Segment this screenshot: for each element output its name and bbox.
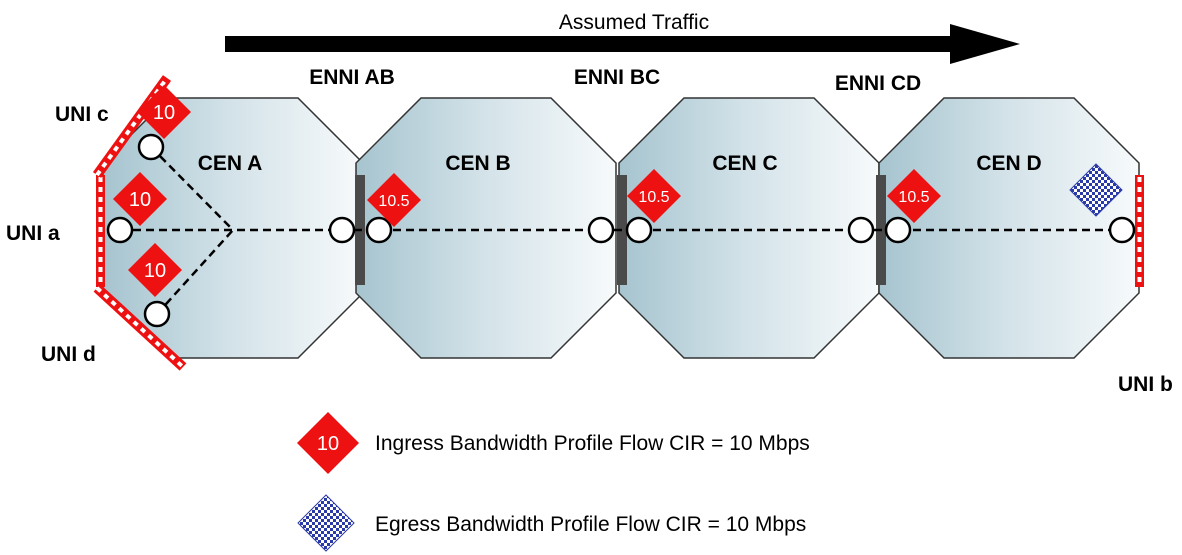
enni-ab-endpoint-a bbox=[328, 216, 356, 244]
enni-ab-endpoint-b bbox=[365, 216, 393, 244]
uni-b-endpoint bbox=[1108, 216, 1136, 244]
ingress-value: 10 bbox=[144, 260, 166, 282]
ingress-marker: 10 bbox=[128, 243, 182, 297]
enni-cd-endpoint-c bbox=[847, 216, 875, 244]
ingress-marker: 10.5 bbox=[627, 169, 681, 223]
uni-label: UNI a bbox=[6, 222, 60, 245]
enni-bc-endpoint-c bbox=[625, 216, 653, 244]
uni-d-bar bbox=[93, 284, 187, 371]
enni-label: ENNI CD bbox=[835, 72, 921, 95]
cen-label: CEN D bbox=[976, 152, 1041, 175]
cen-c bbox=[618, 97, 880, 359]
uni-label: UNI d bbox=[41, 343, 96, 366]
traffic-arrow bbox=[225, 24, 1020, 64]
cen-label: CEN C bbox=[712, 152, 777, 175]
endpoints bbox=[106, 133, 1136, 328]
uni-b-bar bbox=[1135, 175, 1144, 287]
uni-a-bar bbox=[96, 175, 105, 287]
enni-label: ENNI AB bbox=[309, 66, 395, 89]
legend-ingress-value: 10 bbox=[317, 433, 339, 455]
ingress-value: 10.5 bbox=[898, 189, 929, 206]
legend-ingress: 10 Ingress Bandwidth Profile Flow CIR = … bbox=[297, 412, 810, 474]
cen-label: CEN B bbox=[445, 152, 510, 175]
traffic-label: Assumed Traffic bbox=[559, 11, 709, 34]
egress-marker bbox=[1069, 163, 1123, 217]
uni-label: UNI c bbox=[55, 103, 109, 126]
enni-label: ENNI BC bbox=[574, 66, 660, 89]
legend-ingress-text: Ingress Bandwidth Profile Flow CIR = 10 … bbox=[375, 432, 810, 455]
cen-label: CEN A bbox=[198, 152, 263, 175]
uni-d-endpoint bbox=[143, 300, 171, 328]
ingress-marker: 10.5 bbox=[367, 173, 421, 227]
ingress-value: 10 bbox=[153, 102, 175, 124]
legend-egress: Egress Bandwidth Profile Flow CIR = 10 M… bbox=[297, 494, 806, 552]
evc-paths bbox=[120, 146, 1122, 315]
cen-a bbox=[102, 97, 364, 359]
uni-c-endpoint bbox=[137, 133, 165, 161]
uni-label: UNI b bbox=[1118, 373, 1173, 396]
cen-d bbox=[878, 97, 1140, 359]
ingress-value: 10 bbox=[129, 189, 151, 211]
ingress-value: 10.5 bbox=[638, 189, 669, 206]
ingress-marker: 10 bbox=[113, 172, 167, 226]
ingress-marker: 10 bbox=[137, 85, 191, 139]
cen-b bbox=[355, 97, 617, 359]
ingress-value: 10.5 bbox=[378, 193, 409, 210]
enni-cd-endpoint-d bbox=[884, 216, 912, 244]
enni-bc-endpoint-b bbox=[587, 216, 615, 244]
uni-a-endpoint bbox=[106, 216, 134, 244]
ingress-marker: 10.5 bbox=[887, 169, 941, 223]
legend-egress-text: Egress Bandwidth Profile Flow CIR = 10 M… bbox=[375, 513, 806, 536]
